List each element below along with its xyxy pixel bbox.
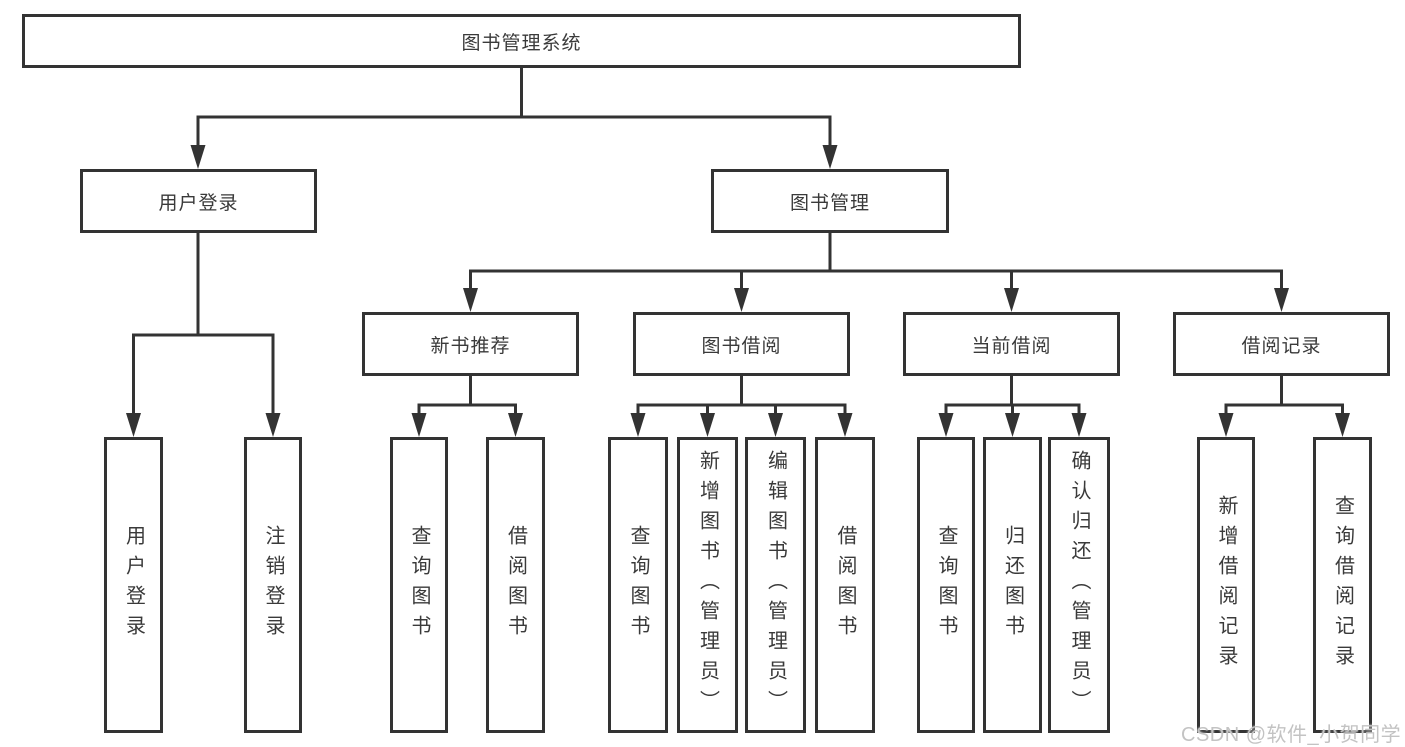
leaf-logout: 注销登录 bbox=[244, 437, 302, 733]
node-new-book-recommend-label: 新书推荐 bbox=[430, 335, 511, 357]
leaf-query-books-recommend: 查询图书 bbox=[390, 437, 448, 733]
node-borrow-records-label: 借阅记录 bbox=[1241, 335, 1322, 357]
leaf-add-books-admin-label: 新增图书（管理员） bbox=[696, 450, 719, 720]
leaf-query-books-current: 查询图书 bbox=[917, 437, 975, 733]
node-current-borrow: 当前借阅 bbox=[903, 312, 1120, 376]
node-current-borrow-label: 当前借阅 bbox=[971, 335, 1052, 357]
leaf-add-books-admin: 新增图书（管理员） bbox=[677, 437, 738, 733]
node-book-borrow-label: 图书借阅 bbox=[701, 335, 782, 357]
node-book-borrow: 图书借阅 bbox=[633, 312, 850, 376]
csdn-watermark: CSDN @软件_小贺同学 bbox=[1181, 724, 1402, 746]
leaf-return-books-label: 归还图书 bbox=[1001, 525, 1024, 645]
leaf-query-books-current-label: 查询图书 bbox=[935, 525, 957, 645]
leaf-return-books: 归还图书 bbox=[983, 437, 1042, 733]
node-book-management-branch: 图书管理 bbox=[711, 169, 949, 233]
leaf-confirm-return-admin-label: 确认归还（管理员） bbox=[1068, 450, 1090, 720]
leaf-edit-books-admin-label: 编辑图书（管理员） bbox=[764, 450, 787, 720]
leaf-user-login: 用户登录 bbox=[104, 437, 163, 733]
leaf-add-borrow-record-label: 新增借阅记录 bbox=[1215, 495, 1237, 675]
node-borrow-records: 借阅记录 bbox=[1173, 312, 1390, 376]
leaf-borrow-books-recommend-label: 借阅图书 bbox=[504, 525, 527, 645]
leaf-query-books-recommend-label: 查询图书 bbox=[408, 525, 430, 645]
node-root-label: 图书管理系统 bbox=[461, 32, 582, 54]
node-user-login-branch-label: 用户登录 bbox=[158, 192, 239, 214]
leaf-borrow-books: 借阅图书 bbox=[815, 437, 875, 733]
leaf-user-login-label: 用户登录 bbox=[122, 525, 145, 645]
arrowhead-icons bbox=[126, 145, 1350, 437]
leaf-borrow-books-recommend: 借阅图书 bbox=[486, 437, 545, 733]
leaf-confirm-return-admin: 确认归还（管理员） bbox=[1048, 437, 1110, 733]
leaf-query-books-borrow: 查询图书 bbox=[608, 437, 668, 733]
leaf-logout-label: 注销登录 bbox=[262, 525, 284, 645]
node-library-management-system: 图书管理系统 bbox=[22, 14, 1021, 68]
leaf-edit-books-admin: 编辑图书（管理员） bbox=[745, 437, 806, 733]
leaf-add-borrow-record: 新增借阅记录 bbox=[1197, 437, 1255, 733]
leaf-query-books-borrow-label: 查询图书 bbox=[627, 525, 649, 645]
leaf-query-borrow-record: 查询借阅记录 bbox=[1313, 437, 1372, 733]
node-new-book-recommend: 新书推荐 bbox=[362, 312, 579, 376]
leaf-borrow-books-label: 借阅图书 bbox=[834, 525, 856, 645]
node-book-management-branch-label: 图书管理 bbox=[789, 192, 870, 214]
node-user-login-branch: 用户登录 bbox=[80, 169, 317, 233]
leaf-query-borrow-record-label: 查询借阅记录 bbox=[1331, 495, 1354, 675]
